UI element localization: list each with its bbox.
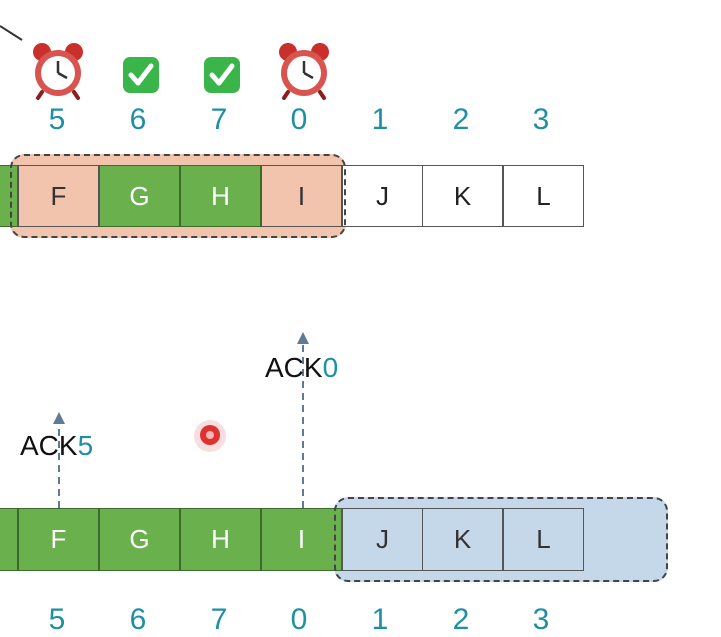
cell-label: F — [50, 180, 67, 211]
ack-arrow — [297, 332, 309, 508]
top-seq-number: 3 — [532, 103, 550, 136]
bottom-seq-number: 0 — [290, 603, 308, 636]
cell-label: J — [376, 180, 389, 211]
cursor-dot-icon — [194, 420, 226, 452]
alarm-clock-icon — [274, 40, 334, 100]
check-mark-icon — [203, 56, 241, 94]
top-cell-k: K — [422, 165, 503, 227]
cell-label: F — [50, 524, 67, 554]
bottom-cell-f: F — [18, 508, 99, 571]
top-seq-number: 0 — [290, 103, 308, 136]
bottom-cell-h: H — [180, 508, 261, 571]
cell-label: I — [297, 524, 306, 554]
top-cell-h: H — [180, 165, 261, 227]
top-cell-i: I — [261, 165, 342, 227]
bottom-cell-i: I — [261, 508, 342, 571]
bottom-seq-number: 7 — [210, 603, 228, 636]
cell-label: L — [536, 524, 551, 554]
cell-label: I — [297, 180, 306, 211]
ack-text: ACK — [20, 430, 78, 461]
cell-label: H — [211, 180, 230, 211]
top-cell-g: G — [99, 165, 180, 227]
bottom-seq-number: 2 — [452, 603, 470, 636]
bottom-cell-l: L — [503, 508, 584, 571]
cell-label: G — [129, 524, 150, 554]
bottom-cell-g: G — [99, 508, 180, 571]
top-seq-number: 2 — [452, 103, 470, 136]
cell-label: J — [376, 524, 389, 554]
ack-number: 5 — [77, 430, 94, 461]
bottom-seq-number: 1 — [371, 603, 389, 636]
ack-text: ACK — [265, 352, 323, 383]
ack-arrow — [53, 412, 65, 508]
cell-label: K — [453, 180, 472, 211]
top-seq-number: 7 — [210, 103, 228, 136]
top-seq-number: 5 — [48, 103, 66, 136]
top-seq-number: 6 — [129, 103, 147, 136]
bottom-cell-j: J — [342, 508, 423, 571]
top-cell-f: F — [18, 165, 99, 227]
alarm-clock-icon — [28, 40, 88, 100]
check-mark-icon — [122, 56, 160, 94]
cell-label: H — [211, 524, 230, 554]
top-send-window — [10, 154, 346, 238]
bottom-prev-cell — [0, 508, 18, 571]
bottom-send-window — [334, 497, 668, 582]
ack-number: 0 — [322, 352, 339, 383]
top-cell-l: L — [503, 165, 584, 227]
top-cell-j: J — [342, 165, 423, 227]
bottom-seq-number: 3 — [532, 603, 550, 636]
cell-label: G — [129, 180, 150, 211]
top-seq-number: 1 — [371, 103, 389, 136]
cell-label: K — [453, 524, 472, 554]
bottom-seq-number: 6 — [129, 603, 147, 636]
top-prev-cell — [0, 165, 18, 227]
pointer-line — [0, 25, 23, 41]
bottom-cell-k: K — [422, 508, 503, 571]
ack-label-5: ACK5 — [20, 430, 93, 462]
ack-label-0: ACK0 — [265, 352, 338, 384]
bottom-seq-number: 5 — [48, 603, 66, 636]
cell-label: L — [536, 180, 551, 211]
